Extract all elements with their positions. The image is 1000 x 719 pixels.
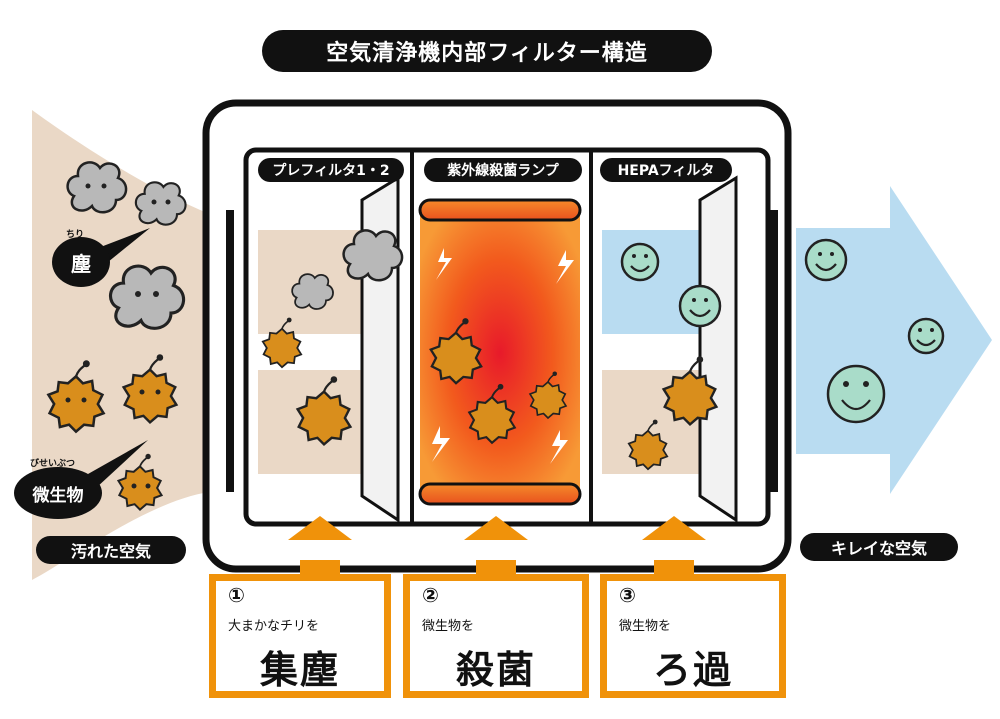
hepa-door (698, 175, 738, 523)
spark-icon (432, 248, 574, 464)
exhaust-slit (770, 210, 778, 492)
uv-tube-bottom (418, 482, 582, 506)
creature-faces (65, 183, 171, 489)
step-subtitle: 微生物を (422, 619, 475, 634)
arrow-up-2 (464, 516, 528, 580)
clean-air-label: キレイな空気 (800, 533, 958, 561)
intake-slit (226, 210, 234, 492)
dust-ruby: ちり (66, 230, 85, 240)
dust-bubble: 塵 (52, 237, 110, 287)
step-panel-3: ③ 微生物を ろ過 (600, 574, 786, 698)
step-panel-2: ② 微生物を 殺菌 (403, 574, 589, 698)
stage-tag-hepa: HEPAフィルタ (600, 158, 732, 182)
step-number: ② (422, 583, 439, 607)
germ-ruby: びせいぶつ (30, 459, 76, 469)
step-number: ① (228, 583, 245, 607)
uv-tube-top (418, 198, 582, 222)
dirty-air-flow (32, 110, 210, 580)
clean-air-arrow (796, 186, 992, 494)
step-number: ③ (619, 583, 636, 607)
diagram-title: 空気清浄機内部フィルター構造 (262, 30, 712, 72)
step-action: 集塵 (259, 648, 340, 692)
stage-tag-uv-lamp: 紫外線殺菌ランプ (424, 158, 582, 182)
stage-tag-prefilter: プレフィルタ1・2 (258, 158, 404, 182)
step-panel-1: ① 大まかなチリを 集塵 (209, 574, 391, 698)
step-action: 殺菌 (455, 648, 536, 692)
step-subtitle: 大まかなチリを (228, 619, 320, 634)
smiley-icon (620, 238, 945, 424)
dirty-air-label: 汚れた空気 (36, 536, 186, 564)
germ-bubble: 微生物 (14, 467, 102, 519)
step-action: ろ過 (652, 648, 733, 692)
arrow-up-1 (288, 516, 352, 580)
arrow-up-3 (642, 516, 706, 580)
step-subtitle: 微生物を (619, 619, 672, 634)
